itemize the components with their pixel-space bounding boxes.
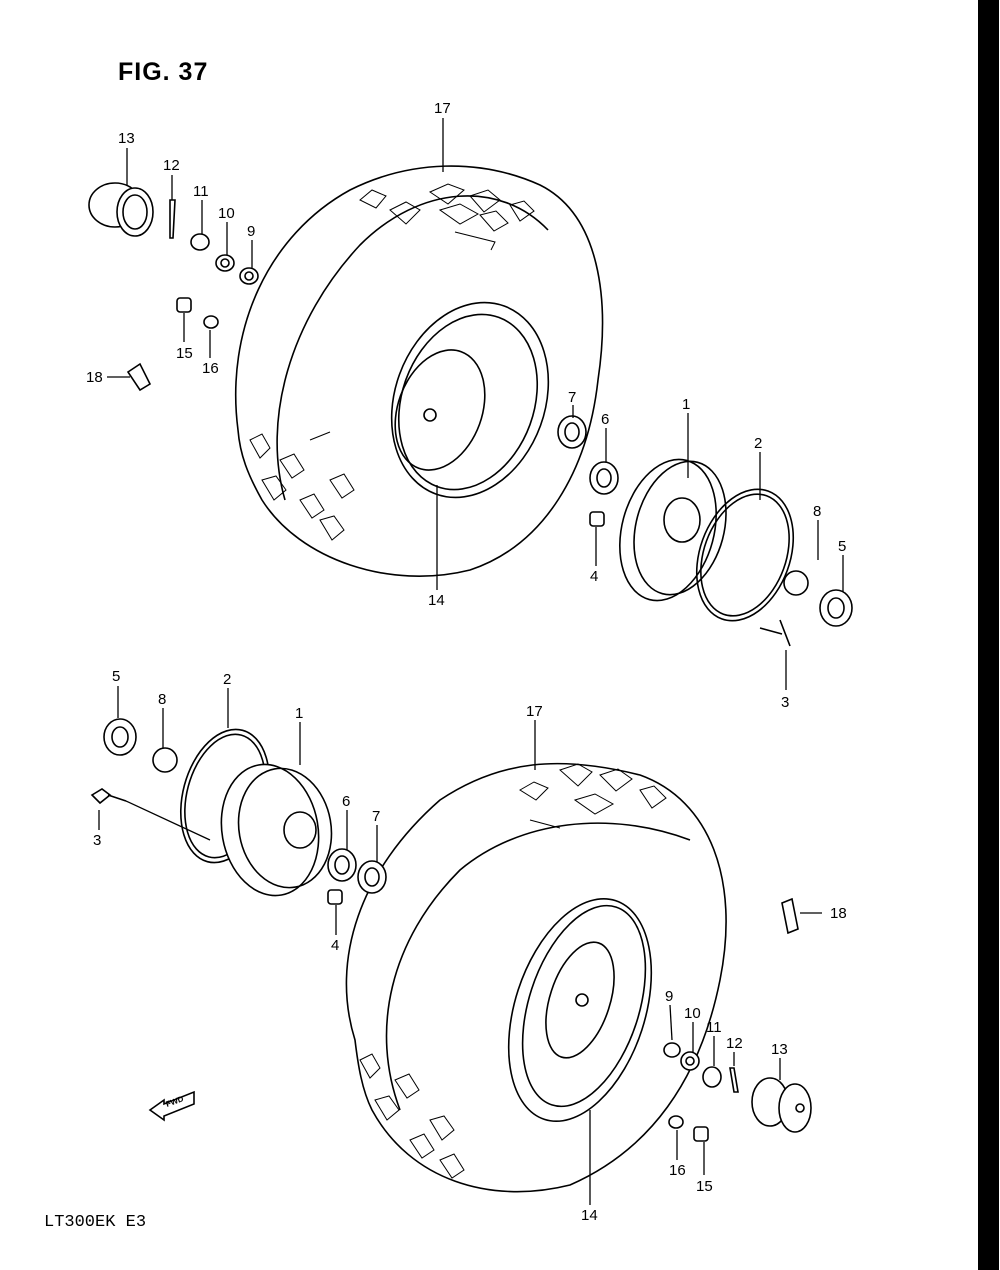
callout-17-lower: 17 (526, 703, 543, 720)
upper-washer-16 (203, 315, 219, 329)
lower-washer-10 (680, 1051, 700, 1071)
lower-tire (345, 762, 727, 1193)
callout-11-lower: 11 (706, 1019, 722, 1036)
callout-9-lower: 9 (665, 988, 673, 1005)
callout-11-upper: 11 (193, 183, 209, 200)
callouts-lower: 5 8 2 1 17 3 6 7 4 18 9 10 11 12 13 16 1… (93, 668, 847, 1224)
lower-nut-15 (693, 1126, 709, 1142)
upper-bearing-6 (589, 461, 619, 495)
callout-2-upper: 2 (754, 435, 762, 452)
upper-bearing-7 (557, 415, 587, 449)
lower-nut-4 (327, 889, 343, 905)
model-code: LT300EK E3 (44, 1213, 147, 1232)
upper-hub-cap-13 (88, 182, 154, 237)
upper-nut-15 (176, 297, 192, 313)
leader-lines-upper (107, 118, 844, 690)
callout-4-upper: 4 (590, 568, 598, 585)
upper-bolt-3 (759, 619, 791, 647)
forward-direction-arrow-icon: FWD (148, 1090, 195, 1122)
lower-castle-nut-11 (702, 1066, 722, 1088)
callout-2-lower: 2 (223, 671, 231, 688)
lower-bearing-7 (357, 860, 387, 894)
lower-bearing-6 (327, 848, 357, 882)
callout-15-upper: 15 (176, 345, 193, 362)
upper-tire (234, 165, 604, 577)
callout-15-lower: 15 (696, 1178, 713, 1195)
upper-spacer-9 (239, 267, 259, 285)
callout-13-lower: 13 (771, 1041, 788, 1058)
lower-hub-cap-13 (751, 1077, 812, 1133)
upper-valve-18 (126, 362, 152, 392)
lower-spacer-8 (152, 747, 178, 773)
callout-3-upper: 3 (781, 694, 789, 711)
upper-drum-seal-2 (695, 488, 795, 622)
callout-10-upper: 10 (218, 205, 235, 222)
callout-8-upper: 8 (813, 503, 821, 520)
callout-1-lower: 1 (295, 705, 303, 722)
upper-cotter-pin-12 (169, 199, 176, 239)
lower-spacer-9 (663, 1042, 681, 1058)
callout-7-upper: 7 (568, 389, 576, 406)
callout-12-lower: 12 (726, 1035, 743, 1052)
callout-5-upper: 5 (838, 538, 846, 555)
lower-valve-18 (781, 897, 799, 935)
callout-12-upper: 12 (163, 157, 180, 174)
lower-cotter-pin-12 (729, 1067, 739, 1093)
callout-16-lower: 16 (669, 1162, 686, 1179)
callout-6-upper: 6 (601, 411, 609, 428)
upper-washer-10 (215, 254, 235, 272)
callout-18-upper: 18 (86, 369, 103, 386)
callout-6-lower: 6 (342, 793, 350, 810)
callout-3-lower: 3 (93, 832, 101, 849)
lower-bolt-3 (90, 788, 127, 805)
callout-8-lower: 8 (158, 691, 166, 708)
callout-9-upper: 9 (247, 223, 255, 240)
callout-10-lower: 10 (684, 1005, 701, 1022)
callout-13-upper: 13 (118, 130, 135, 147)
page-edge-bar (978, 0, 999, 1270)
lower-washer-16 (668, 1115, 684, 1129)
lower-bearing-5 (103, 718, 137, 756)
upper-nut-4 (589, 511, 605, 527)
callout-5-lower: 5 (112, 668, 120, 685)
callout-18-lower: 18 (830, 905, 847, 922)
figure-title: FIG. 37 (118, 58, 209, 86)
lower-hub-1 (220, 763, 333, 897)
callout-4-lower: 4 (331, 937, 339, 954)
upper-hub-1 (619, 458, 727, 602)
upper-spacer-8 (783, 570, 809, 596)
leader-lines-lower (98, 686, 822, 1205)
callout-14-upper: 14 (428, 592, 445, 609)
callout-7-lower: 7 (372, 808, 380, 825)
callout-1-upper: 1 (682, 396, 690, 413)
callout-17-upper: 17 (434, 100, 451, 117)
callouts-upper: 17 13 12 11 10 9 15 16 18 7 6 1 2 8 5 4 … (86, 100, 846, 711)
upper-bearing-5 (819, 589, 853, 627)
callout-14-lower: 14 (581, 1207, 598, 1224)
callout-16-upper: 16 (202, 360, 219, 377)
upper-castle-nut-11 (190, 233, 210, 251)
